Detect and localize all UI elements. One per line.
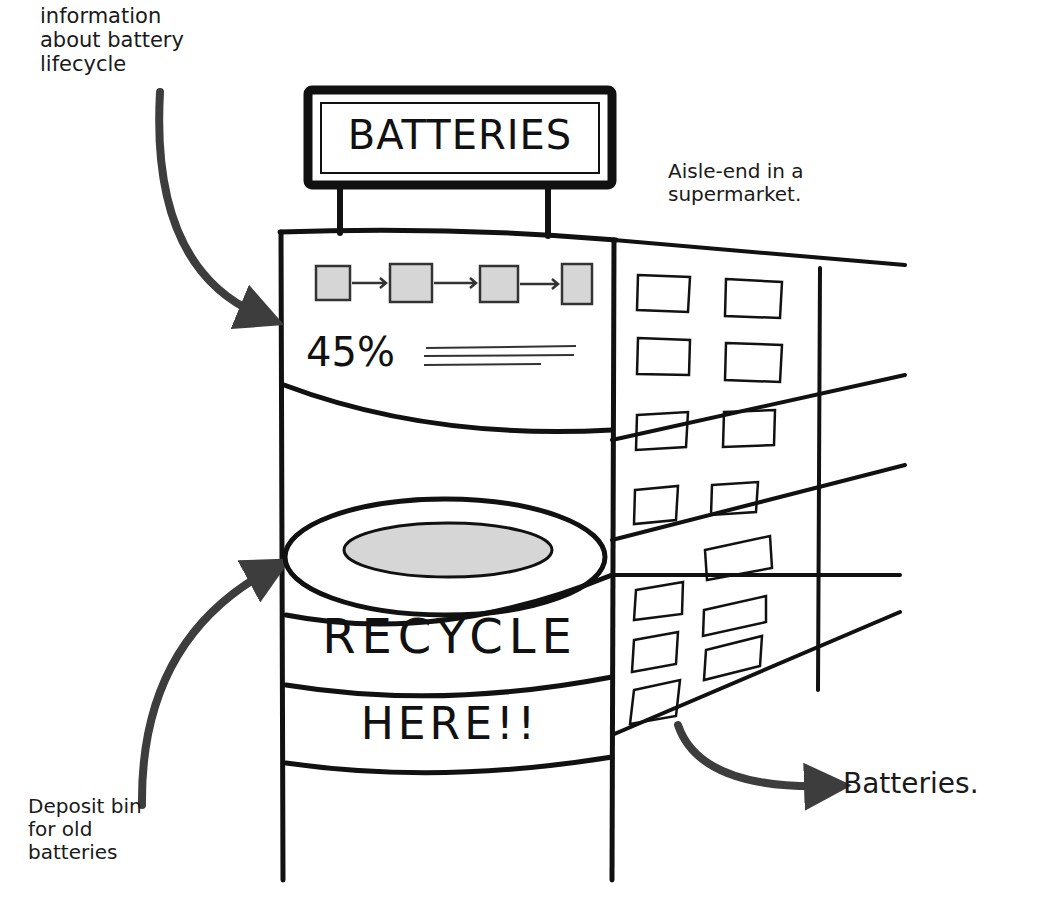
callout-note: Deposit bin for old batteries [28,795,158,864]
node-text: 45% [306,330,421,374]
lifecycle-info-panel: 45% [286,250,610,390]
battery-sign [308,90,612,236]
callout-label: Batteries. [843,768,1043,800]
context-note: Aisle-end in a supermarket. [668,160,878,206]
node-text: HERE!! [280,700,620,748]
node-text: RECYCLE [280,610,620,663]
display-column [280,230,616,880]
recycling-bin: RECYCLE HERE!! [280,495,620,885]
shelf-side [612,240,905,735]
callout-note: information about battery lifecycle [40,4,210,76]
recycling-bin-outline [280,495,620,885]
sign-box: BATTERIES [321,103,599,173]
node-text: BATTERIES [321,113,599,157]
